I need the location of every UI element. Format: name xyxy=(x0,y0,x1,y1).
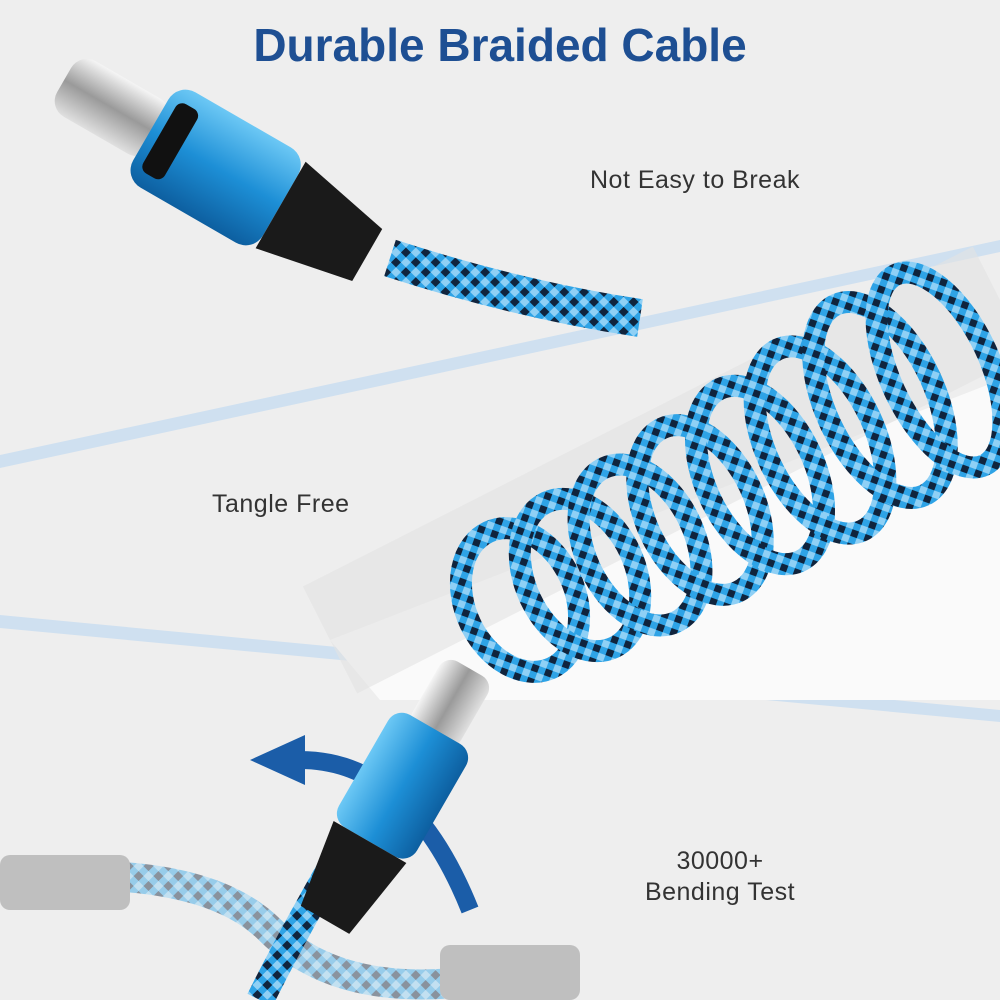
tangle-free-coil xyxy=(302,246,1000,700)
bending-illustration xyxy=(0,659,580,1000)
feature-not-easy-to-break: Not Easy to Break xyxy=(590,166,800,194)
feature-tangle-free: Tangle Free xyxy=(212,490,350,518)
divider-band-top xyxy=(0,240,1000,468)
bending-count: 30000+ xyxy=(676,847,764,875)
bending-test-label: Bending Test xyxy=(644,878,796,906)
feature-bending-test: 30000+ Bending Test xyxy=(620,846,820,908)
page-title: Durable Braided Cable xyxy=(253,19,747,71)
usb-c-connector-top xyxy=(54,58,643,337)
